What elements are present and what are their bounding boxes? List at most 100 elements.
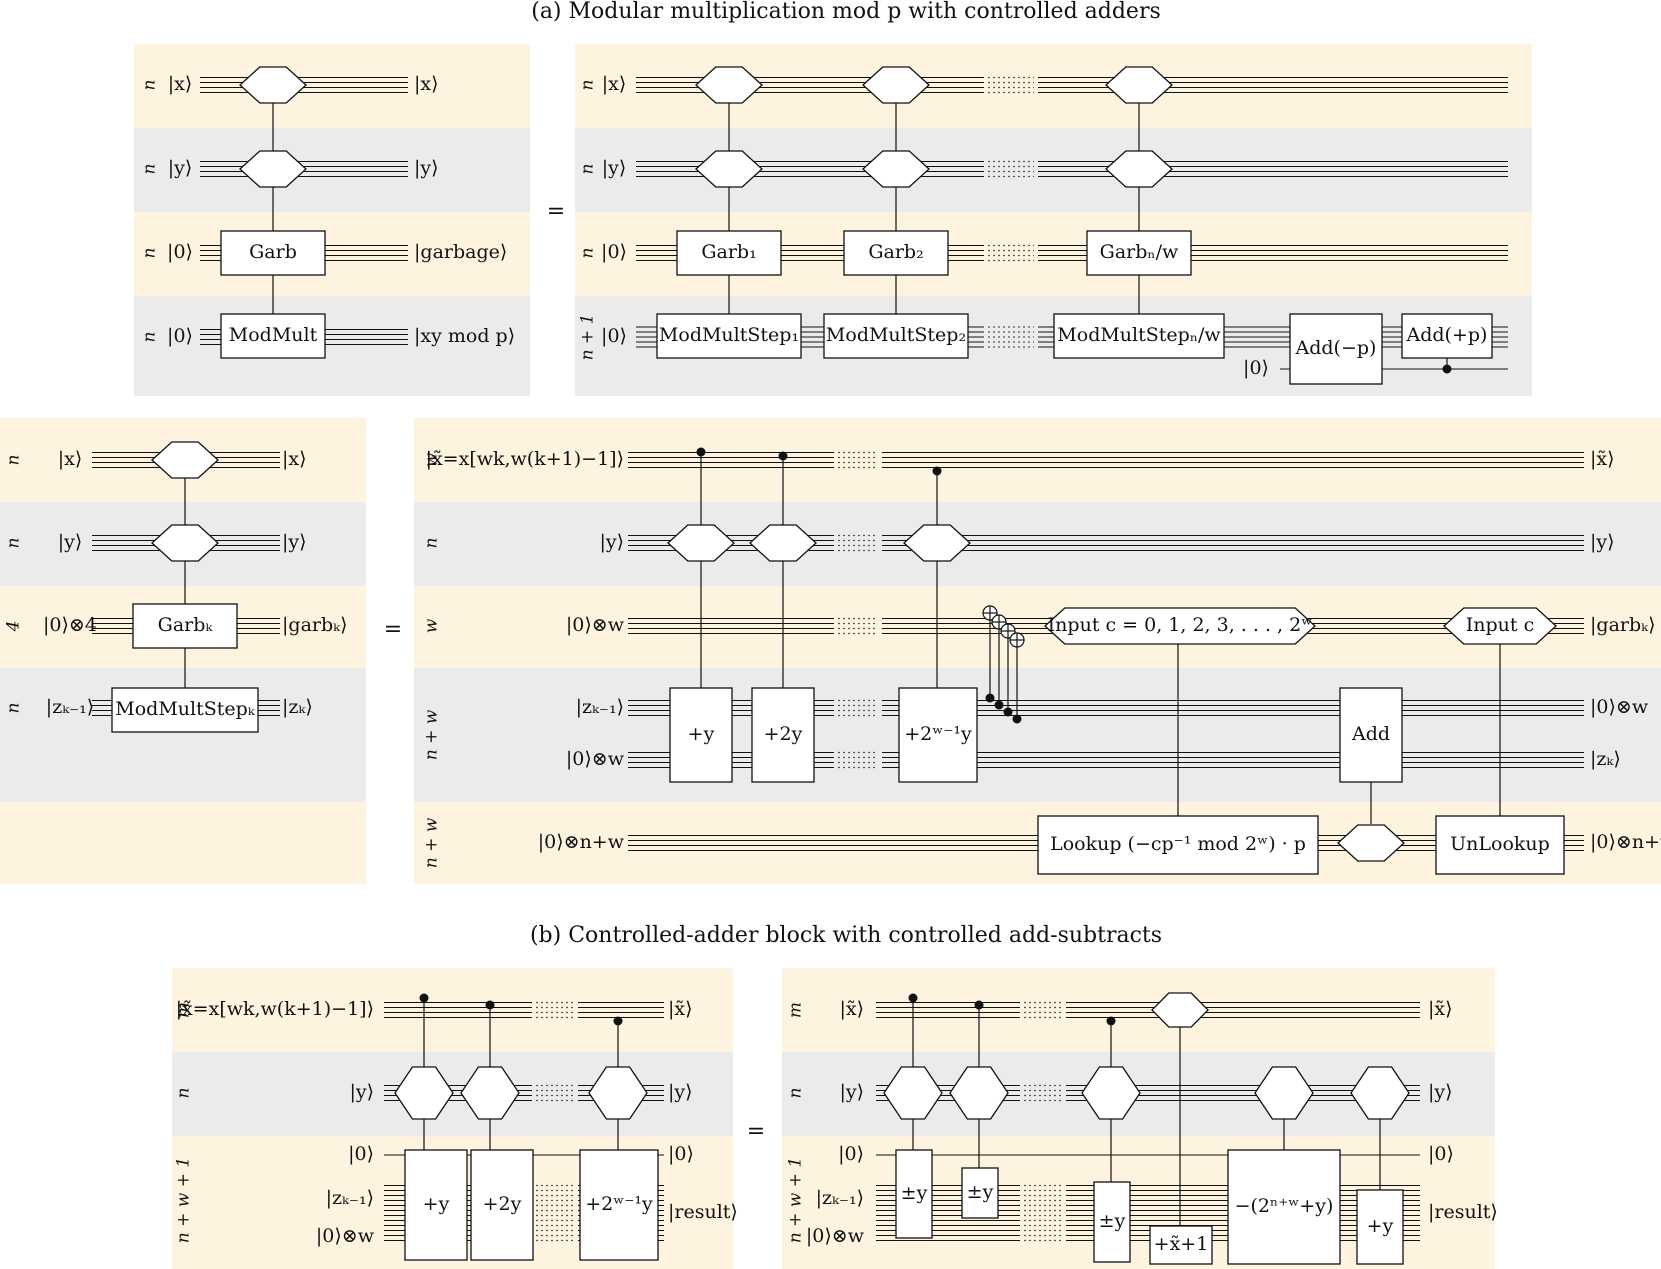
a4-lookup-label: Lookup (−cp⁻¹ mod 2ʷ) · p — [1050, 833, 1306, 855]
b2-input-1: |y⟩ — [839, 1081, 864, 1103]
b2-pm-dot-2 — [1106, 1016, 1116, 1026]
a4-output-0: |x̃⟩ — [1590, 448, 1615, 470]
title-b: (b) Controlled-adder block with controll… — [530, 923, 1162, 948]
a2-add-pos-label: Add(+p) — [1406, 324, 1488, 346]
a4-unlookup — [1435, 815, 1565, 875]
a3-step-box — [111, 687, 259, 733]
a4-input-gate — [1044, 607, 1316, 645]
a1-size-2: n — [140, 248, 160, 259]
a2-hex-x-1 — [862, 66, 930, 104]
b2-input-0: |x̃⟩ — [839, 998, 864, 1020]
a3-input-2: |0⟩⊗4 — [43, 614, 97, 636]
b1-input-1: |y⟩ — [349, 1081, 374, 1103]
a4-size-4: n + w — [422, 817, 442, 868]
b1-adder-diamond-2 — [588, 1066, 648, 1120]
b1-output-2: |0⟩ — [668, 1143, 694, 1165]
a4-adder-hex-1 — [749, 524, 817, 562]
a4-output-1: |y⟩ — [1590, 531, 1615, 553]
a2-garb-2 — [1086, 230, 1192, 276]
b2-neg — [1227, 1149, 1341, 1265]
a2-add-neg — [1289, 313, 1383, 385]
b2-pm-1 — [961, 1167, 999, 1219]
a3-output-2: |garbₖ⟩ — [282, 614, 347, 636]
a2-step-2-label: ModMultStepₙ/w — [1057, 324, 1221, 346]
b2-pm-diamond-1 — [949, 1066, 1009, 1120]
a4-input-3: |zₖ₋₁⟩ — [576, 696, 624, 718]
a2-add-pos-dot — [1442, 364, 1452, 374]
b2-size-2: n + w + 1 — [786, 1157, 806, 1243]
a1-band-3 — [134, 296, 530, 396]
a1-band-1 — [134, 128, 530, 212]
a2-step-0 — [656, 313, 802, 359]
b1-input-0: |x̃=x[wk,w(k+1)−1]⟩ — [176, 998, 374, 1020]
b1-adder-diamond-1 — [460, 1066, 520, 1120]
b2-pm-dot-1 — [974, 1000, 984, 1010]
a4-adder-dot-2 — [932, 466, 942, 476]
a2-hex-y-2 — [1105, 150, 1173, 188]
a1-size-1: n — [140, 164, 160, 175]
b2-pm-2-label: ±y — [1099, 1210, 1126, 1232]
a2-step-1 — [823, 313, 969, 359]
a4-output-4: |zₖ⟩ — [1590, 748, 1621, 770]
a2-garb-1 — [843, 230, 949, 276]
a4-adder-0-label: +y — [688, 723, 715, 745]
a2-step-1-label: ModMultStep₂ — [826, 324, 966, 346]
a2-size-1: n — [578, 164, 598, 175]
b2-output-2: |0⟩ — [1428, 1143, 1454, 1165]
a2-garb-1-label: Garb₂ — [868, 241, 923, 263]
title-a: (a) Modular multiplication mod p with co… — [531, 0, 1161, 24]
a4-add — [1339, 687, 1403, 783]
b1-adder-0 — [404, 1149, 468, 1261]
a2-size-2: n — [578, 248, 598, 259]
a1-modmult-box-label: ModMult — [229, 324, 318, 346]
a2-hex-y-0 — [695, 150, 763, 188]
a2-hex-x-2 — [1105, 66, 1173, 104]
a4-adder-0 — [669, 687, 733, 783]
a3-output-0: |x⟩ — [282, 448, 307, 470]
b2-band-0 — [782, 968, 1495, 1052]
b2-plus-y — [1356, 1189, 1404, 1265]
a4-input-1: |y⟩ — [599, 531, 624, 553]
b2-xadd-label: +x̃+1 — [1154, 1233, 1209, 1255]
a1-input-3: |0⟩ — [167, 325, 193, 347]
b1-adder-dot-2 — [613, 1016, 623, 1026]
a4-input-5: |0⟩⊗n+w — [538, 831, 625, 853]
a4-input-c — [1443, 607, 1557, 645]
a4-adder-dot-1 — [778, 451, 788, 461]
a3-size-3: n — [4, 703, 24, 714]
b2-pm-diamond-2 — [1081, 1066, 1141, 1120]
b1-size-2: n + w + 1 — [174, 1157, 194, 1243]
a4-adder-hex-0 — [667, 524, 735, 562]
a2-step-0-label: ModMultStep₁ — [659, 324, 799, 346]
a1-hex-y — [239, 150, 307, 188]
a3-hex-x — [151, 441, 219, 479]
b1-input-2: |0⟩ — [348, 1143, 374, 1165]
b1-output-0: |x̃⟩ — [668, 998, 693, 1020]
a1-hex-x — [239, 66, 307, 104]
a1-garb-box-label: Garb — [249, 241, 297, 263]
a1-output-0: |x⟩ — [414, 73, 439, 95]
a2-input-3: |0⟩ — [601, 325, 627, 347]
a2-size-3: n + 1 — [578, 314, 598, 361]
a2-hex-y-1 — [862, 150, 930, 188]
a4-adder-hex-2 — [903, 524, 971, 562]
b2-neg-label: −(2ⁿ⁺ʷ+y) — [1235, 1195, 1334, 1217]
a4-add-label: Add — [1351, 723, 1390, 745]
a2-garb-2-label: Garbₙ/w — [1100, 241, 1179, 263]
a4-output-3: |0⟩⊗w — [1590, 696, 1649, 718]
b2-plus-diamond — [1350, 1066, 1410, 1120]
b2-pm-diamond-0 — [883, 1066, 943, 1120]
b1-output-3: |result⟩ — [668, 1201, 738, 1223]
a3-size-0: n — [4, 455, 24, 466]
a3-size-1: n — [4, 538, 24, 549]
a4-adder-1 — [751, 687, 815, 783]
b1-adder-2-label: +2ʷ⁻¹y — [585, 1193, 653, 1215]
b2-input-4: |0⟩⊗w — [806, 1225, 865, 1247]
b1-input-3: |zₖ₋₁⟩ — [326, 1187, 374, 1209]
a4-size-0: w — [422, 452, 442, 467]
a4-add-hex — [1337, 824, 1405, 862]
a4-input-4: |0⟩⊗w — [566, 748, 625, 770]
b2-xadd-hex — [1151, 992, 1209, 1028]
b2-output-1: |y⟩ — [1428, 1081, 1453, 1103]
